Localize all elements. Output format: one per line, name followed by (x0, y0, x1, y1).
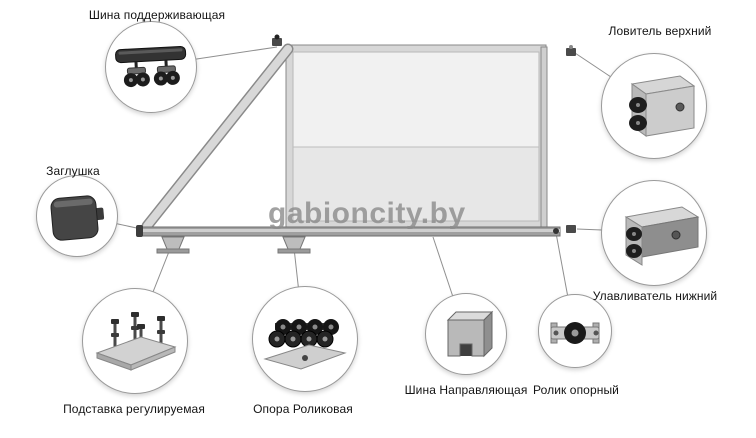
adjustable-stand-bubble (82, 288, 188, 394)
adjustable-stand-icon (95, 312, 177, 371)
gate-panel (285, 44, 548, 229)
diagonal-brace (141, 43, 294, 232)
support-roller-label: Ролик опорный (533, 383, 619, 397)
roller-carriage-label: Опора Роликовая (253, 402, 353, 416)
plug-label: Заглушка (46, 164, 100, 178)
mounted-hardware (272, 34, 576, 234)
guide-rail-icon (446, 310, 494, 358)
adjustable-stand-label: Подставка регулируемая (63, 402, 205, 416)
bottom-rail (136, 225, 561, 237)
lower-catcher-icon (624, 206, 700, 266)
support-roller-bubble (538, 294, 612, 368)
guide-rail-label: Шина Направляющая (404, 383, 528, 397)
carriage-supports (156, 236, 311, 254)
lower-catcher-label: Улавливатель нижний (592, 289, 718, 303)
upper-catcher-icon (629, 75, 696, 137)
plug-icon (50, 195, 105, 241)
roller-carriage-icon (263, 319, 347, 370)
supporting-rail-label: Шина поддерживающая (88, 8, 226, 22)
plug-bubble (36, 175, 118, 257)
roller-carriage-bubble (252, 286, 358, 392)
upper-catcher-bubble (601, 53, 707, 159)
upper-catcher-label: Ловитель верхний (608, 24, 712, 38)
support-roller-icon (550, 322, 600, 344)
supporting-rail-icon (115, 45, 187, 88)
lower-catcher-bubble (601, 180, 707, 286)
supporting-rail-bubble (105, 21, 197, 113)
guide-rail-bubble (425, 293, 507, 375)
